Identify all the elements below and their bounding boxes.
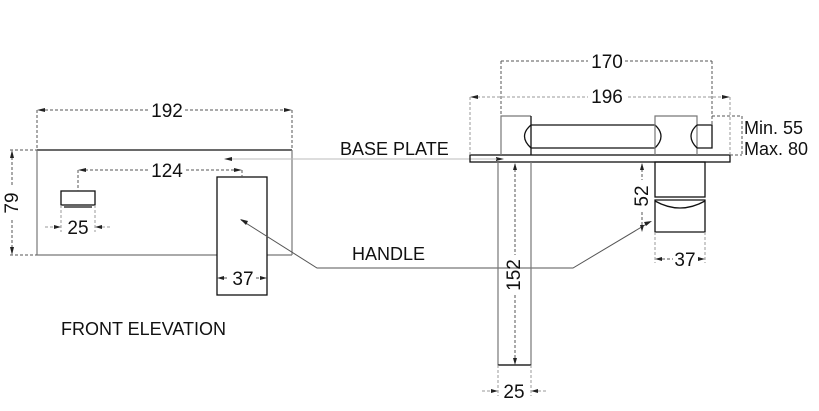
- dim-196-label: 196: [591, 87, 623, 108]
- side-body-right-block: [654, 115, 698, 155]
- front-elevation-title: FRONT ELEVATION: [61, 319, 226, 339]
- dim-124-label: 124: [151, 161, 183, 182]
- arrow-icon: [513, 358, 517, 365]
- dim-25s-label: 25: [503, 382, 524, 403]
- side-handle-curve: [654, 200, 706, 209]
- arrow-icon: [640, 225, 644, 232]
- arrow-icon: [78, 168, 86, 172]
- dim-25-label: 25: [67, 218, 88, 239]
- arrow-icon: [54, 225, 61, 229]
- front-elevation-view: 192 79 124 25 37 FRONT ELEVATION: [2, 101, 293, 339]
- arrow-icon: [37, 108, 45, 112]
- dim-79-label: 79: [2, 192, 23, 213]
- base-plate-callout: BASE PLATE: [340, 139, 449, 159]
- arrow-icon: [284, 108, 292, 112]
- arrow-icon: [491, 389, 498, 393]
- dim-52-label: 52: [632, 185, 653, 206]
- arrow-icon: [698, 257, 705, 261]
- side-cartridge: [697, 124, 713, 149]
- callouts: BASE PLATE HANDLE: [224, 139, 652, 269]
- arrow-icon: [655, 257, 662, 261]
- side-handle-upper: [654, 161, 706, 198]
- arrow-icon: [531, 389, 538, 393]
- handle-leader: [240, 219, 651, 269]
- arrow-icon: [644, 221, 652, 226]
- side-body-shaft-curve-right: [654, 124, 662, 149]
- arrow-icon: [496, 157, 504, 161]
- arrow-icon: [10, 247, 14, 255]
- arrow-icon: [513, 163, 517, 170]
- arrow-icon: [217, 276, 224, 280]
- side-body-left-block: [500, 115, 531, 155]
- dim-37-label: 37: [232, 269, 253, 290]
- side-cartridge-curve: [690, 124, 698, 149]
- arrow-icon: [224, 157, 232, 161]
- depth-min-label: Min. 55: [744, 118, 803, 138]
- side-base-plate: [469, 154, 731, 163]
- dim-170-label: 170: [591, 52, 623, 73]
- arrow-icon: [240, 219, 248, 225]
- arrow-icon: [470, 95, 478, 99]
- arrow-icon: [234, 168, 242, 172]
- side-body-shaft-curve-left: [523, 124, 532, 149]
- arrow-icon: [640, 163, 644, 170]
- arrow-icon: [10, 150, 14, 158]
- arrow-icon: [95, 225, 102, 229]
- arrow-icon: [722, 95, 730, 99]
- depth-max-label: Max. 80: [744, 139, 808, 159]
- dim-192-label: 192: [151, 101, 183, 122]
- arrow-icon: [260, 276, 267, 280]
- front-spout-outlet: [60, 190, 96, 206]
- dim-152-label: 152: [504, 259, 525, 291]
- side-elevation-view: 170 196 Min. 55 Max. 80 52 37 1: [469, 52, 808, 403]
- handle-callout: HANDLE: [352, 244, 425, 264]
- dim-37s-label: 37: [674, 250, 695, 271]
